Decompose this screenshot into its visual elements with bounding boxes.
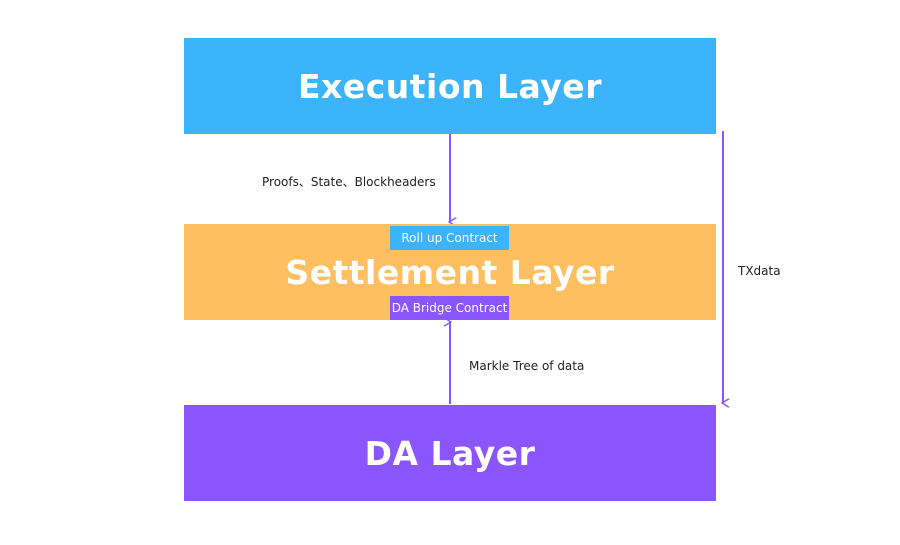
txdata-edge-label: TXdata <box>738 264 781 278</box>
da-layer-title: DA Layer <box>364 433 536 473</box>
da-layer-box: DA Layer <box>184 405 716 501</box>
markle-edge-label: Markle Tree of data <box>469 359 585 373</box>
bridge-contract-label: DA Bridge Contract <box>391 301 508 315</box>
settlement-layer-title: Settlement Layer <box>285 252 615 292</box>
execution-layer-title: Execution Layer <box>298 66 602 106</box>
bridge-contract-badge: DA Bridge Contract <box>390 296 509 320</box>
rollup-contract-label: Roll up Contract <box>401 231 498 245</box>
rollup-contract-badge: Roll up Contract <box>390 226 509 250</box>
execution-layer-box: Execution Layer <box>184 38 716 134</box>
proofs-edge-label: Proofs、State、Blockheaders <box>262 175 436 189</box>
